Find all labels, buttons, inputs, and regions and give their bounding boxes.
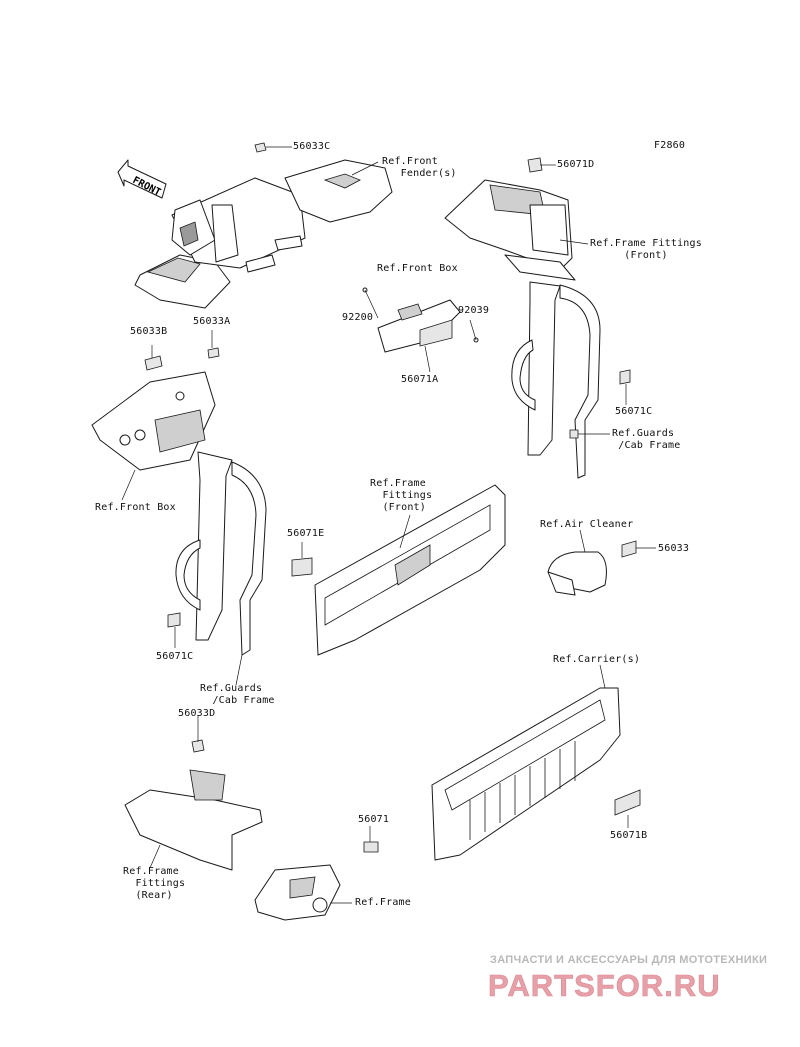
cab-frame-guard-left-part <box>167 451 267 656</box>
air-cleaner-part <box>547 540 637 596</box>
callout-ref-frame-fittings-front-mid: Ref.Frame Fittings (Front) <box>370 478 433 513</box>
callout-56071B: 56071B <box>610 830 648 841</box>
callout-56033B: 56033B <box>130 326 168 337</box>
callout-56071: 56071 <box>358 814 390 825</box>
frame-fittings-front-part <box>444 157 576 281</box>
callout-ref-air-cleaner: Ref.Air Cleaner <box>540 519 634 530</box>
front-box-lid-part <box>362 287 479 353</box>
callout-56033C: 56033C <box>293 141 331 152</box>
callout-56033D: 56033D <box>178 708 216 719</box>
callout-ref-frame-fittings-front-top: Ref.Frame Fittings (Front) <box>590 238 702 261</box>
watermark-tagline: ЗАПЧАСТИ И АКСЕССУАРЫ ДЛЯ МОТОТЕХНИКИ <box>490 954 768 966</box>
figure-code: F2860 <box>654 140 686 151</box>
carrier-rear-panel-part <box>431 687 641 861</box>
callout-56071C-right: 56071C <box>615 406 653 417</box>
callout-56071D: 56071D <box>557 159 595 170</box>
callout-92200: 92200 <box>342 312 374 323</box>
cab-frame-guard-right-part <box>511 281 631 479</box>
frame-fittings-rear-part <box>124 739 263 871</box>
callout-ref-guards-left: Ref.Guards /Cab Frame <box>200 683 275 706</box>
callout-56033A: 56033A <box>193 316 231 327</box>
callout-ref-front-fender: Ref.Front Fender(s) <box>382 156 457 179</box>
callout-92039: 92039 <box>458 305 490 316</box>
front-fender-dash-part <box>134 142 393 309</box>
carrier-ribs <box>469 741 576 840</box>
watermark-logo: PARTSFOR.RU <box>488 968 721 1003</box>
callout-ref-guards-right: Ref.Guards /Cab Frame <box>612 428 681 451</box>
callout-56071A: 56071A <box>401 374 439 385</box>
callout-ref-front-box-left: Ref.Front Box <box>95 502 176 513</box>
callout-ref-frame-fittings-rear: Ref.Frame Fittings (Rear) <box>123 866 186 901</box>
front-direction-arrow: FRONT <box>117 159 167 199</box>
instrument-panel-part <box>91 347 220 471</box>
callout-56071C-left: 56071C <box>156 651 194 662</box>
callout-56033: 56033 <box>658 543 690 554</box>
callout-ref-front-box-top: Ref.Front Box <box>377 263 458 274</box>
callout-56071E: 56071E <box>287 528 325 539</box>
frame-fittings-front-panel-part <box>291 484 506 656</box>
leader-lines <box>121 146 656 904</box>
frame-bracket-part <box>254 841 379 921</box>
watermark-brand: PARTSFOR.RU <box>488 968 721 1003</box>
callout-ref-carriers: Ref.Carrier(s) <box>553 654 641 665</box>
callout-ref-frame: Ref.Frame <box>355 897 411 908</box>
